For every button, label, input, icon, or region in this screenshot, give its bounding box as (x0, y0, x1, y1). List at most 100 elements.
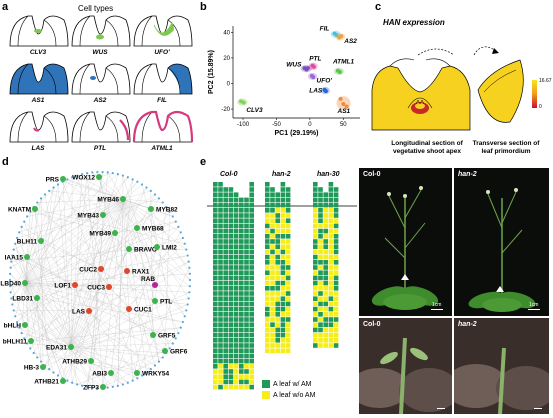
cell-label: CLV3 (30, 49, 47, 56)
network-node-myb82: MYB82 (148, 206, 178, 214)
cell-schematic-atml1: ATML1 (132, 110, 194, 152)
photo-label-col0-top: Col-0 (363, 171, 381, 178)
legend-swatch-with-am (262, 380, 270, 388)
network-node-label: LMI2 (162, 245, 177, 252)
network-node-label: MYB49 (89, 231, 111, 238)
series-label: AS2 (343, 38, 357, 45)
photo-han2-closeup: han-2 (454, 318, 549, 414)
cell-label: WUS (92, 49, 108, 56)
network-node-label: LOF1 (54, 283, 71, 290)
data-point (305, 66, 310, 71)
data-point (311, 64, 316, 69)
network-node-knatm: KNATM (8, 206, 38, 214)
network-node-label: KNATM (8, 207, 31, 214)
network-node-label: ATHB29 (62, 359, 87, 366)
cell-label: AS2 (93, 97, 107, 104)
cell-label: FIL (157, 97, 167, 104)
network-node-rab: RAB (141, 276, 158, 288)
network-node-label: WOX12 (72, 175, 95, 182)
data-point (334, 32, 339, 37)
x-tick-label: 0 (308, 122, 312, 128)
data-point (241, 100, 246, 105)
network-node-label: IAA15 (5, 255, 24, 262)
network-node-label: GRF6 (170, 349, 188, 356)
panel-e-legend-without-am: A leaf w/o AM (262, 391, 315, 399)
panel-e-col0-label: Col-0 (220, 171, 238, 178)
network-node-bhlh11: bHLH11 (3, 338, 34, 346)
cell-label: UFO' (154, 49, 170, 56)
network-node-label: ZFP3 (83, 385, 99, 392)
panel-c-scale-max: 16.67 (539, 78, 552, 84)
data-point (311, 75, 316, 80)
network-node-label: PRS (46, 177, 60, 184)
network-node-athb29: ATHB29 (62, 358, 94, 366)
network-node-grf6: GRF6 (162, 348, 188, 356)
cell-schematic-ptl: PTL (71, 111, 131, 152)
data-point (337, 70, 342, 74)
series-label: AS1 (337, 108, 351, 115)
network-node-label: MYB82 (156, 207, 178, 214)
panel-label-b: b (200, 1, 207, 13)
network-node-label: RAX1 (132, 269, 150, 276)
network-node-rax1: RAX1 (124, 268, 150, 276)
panel-a-title: Cell types (78, 4, 114, 13)
network-node-grf5: GRF5 (150, 332, 176, 340)
panel-label-c: c (375, 1, 382, 13)
network-node-wox12: WOX12 (72, 174, 102, 182)
x-tick-label: 50 (340, 122, 347, 128)
network-node-myb49: MYB49 (89, 230, 118, 238)
network-node-wrky54: WRKY54 (134, 370, 169, 378)
network-node-label: CUC2 (79, 267, 97, 274)
photo-label-han2-top: han-2 (458, 171, 477, 178)
panel-e-han30-label: han-30 (317, 171, 340, 178)
cell-schematic-clv3: CLV3 (9, 15, 69, 56)
cell-schematic-wus: WUS (71, 15, 131, 56)
panel-label-e: e (200, 156, 207, 168)
x-axis-label: PC1 (29.19%) (275, 130, 319, 137)
network-node-label: EDA31 (46, 345, 67, 352)
cell-schematic-as1: AS1 (9, 63, 69, 104)
network-node-iaa15: IAA15 (5, 254, 30, 262)
y-tick-label: -20 (221, 107, 230, 113)
cell-schematic-fil: FIL (133, 63, 193, 104)
network-outer-ring (8, 170, 192, 390)
network-node-label: CUC1 (134, 307, 152, 314)
panel-e-han2-label: han-2 (272, 171, 291, 178)
y-tick-label: 20 (223, 56, 230, 62)
data-point (338, 96, 343, 101)
grid-han-30 (313, 182, 339, 348)
network-node-las: LAS (72, 308, 92, 316)
network-node-hb-3: HB-3 (24, 364, 46, 372)
network-node-label: MYB43 (77, 213, 99, 220)
data-point (341, 101, 346, 106)
network-node-label: ABI3 (92, 371, 107, 378)
network-node-label: CUC3 (87, 285, 105, 292)
network-node-label: MYB46 (97, 197, 119, 204)
y-tick-label: 40 (223, 30, 230, 36)
network-node-label: bHLH11 (3, 339, 28, 346)
network-node-label: BRAVO (134, 247, 157, 254)
legend-label-with-am: A leaf w/ AM (273, 380, 312, 388)
network-node-lbd40: LBD40 (0, 280, 28, 288)
photo-label-han2-bottom: han-2 (458, 321, 477, 328)
network-node-myb43: MYB43 (77, 212, 106, 220)
panel-label-a: a (2, 1, 9, 13)
data-point (339, 34, 344, 39)
network-edges (9, 171, 191, 389)
series-label: FIL (320, 25, 330, 32)
panel-e-legend-with-am: A leaf w/ AM (262, 380, 312, 388)
network-node-label: RAB (141, 276, 155, 283)
series-label: LAS (309, 88, 323, 95)
cell-schematic-las: LAS (9, 111, 69, 152)
panel-c-title: HAN expression (383, 18, 445, 27)
panel-c-scale-min: 0 (539, 104, 542, 110)
panel-c-caption-right: Transverse section of leaf primordium (472, 140, 540, 155)
cell-schematic-ufop: UFO' (133, 15, 193, 56)
photo-label-col0-bottom: Col-0 (363, 321, 381, 328)
network-node-zfp3: ZFP3 (83, 384, 106, 392)
network-node-myb68: MYB68 (134, 225, 164, 233)
photo-col0-whole-plant: Col-0 1cm (359, 168, 452, 316)
cell-label: AS1 (31, 97, 45, 104)
